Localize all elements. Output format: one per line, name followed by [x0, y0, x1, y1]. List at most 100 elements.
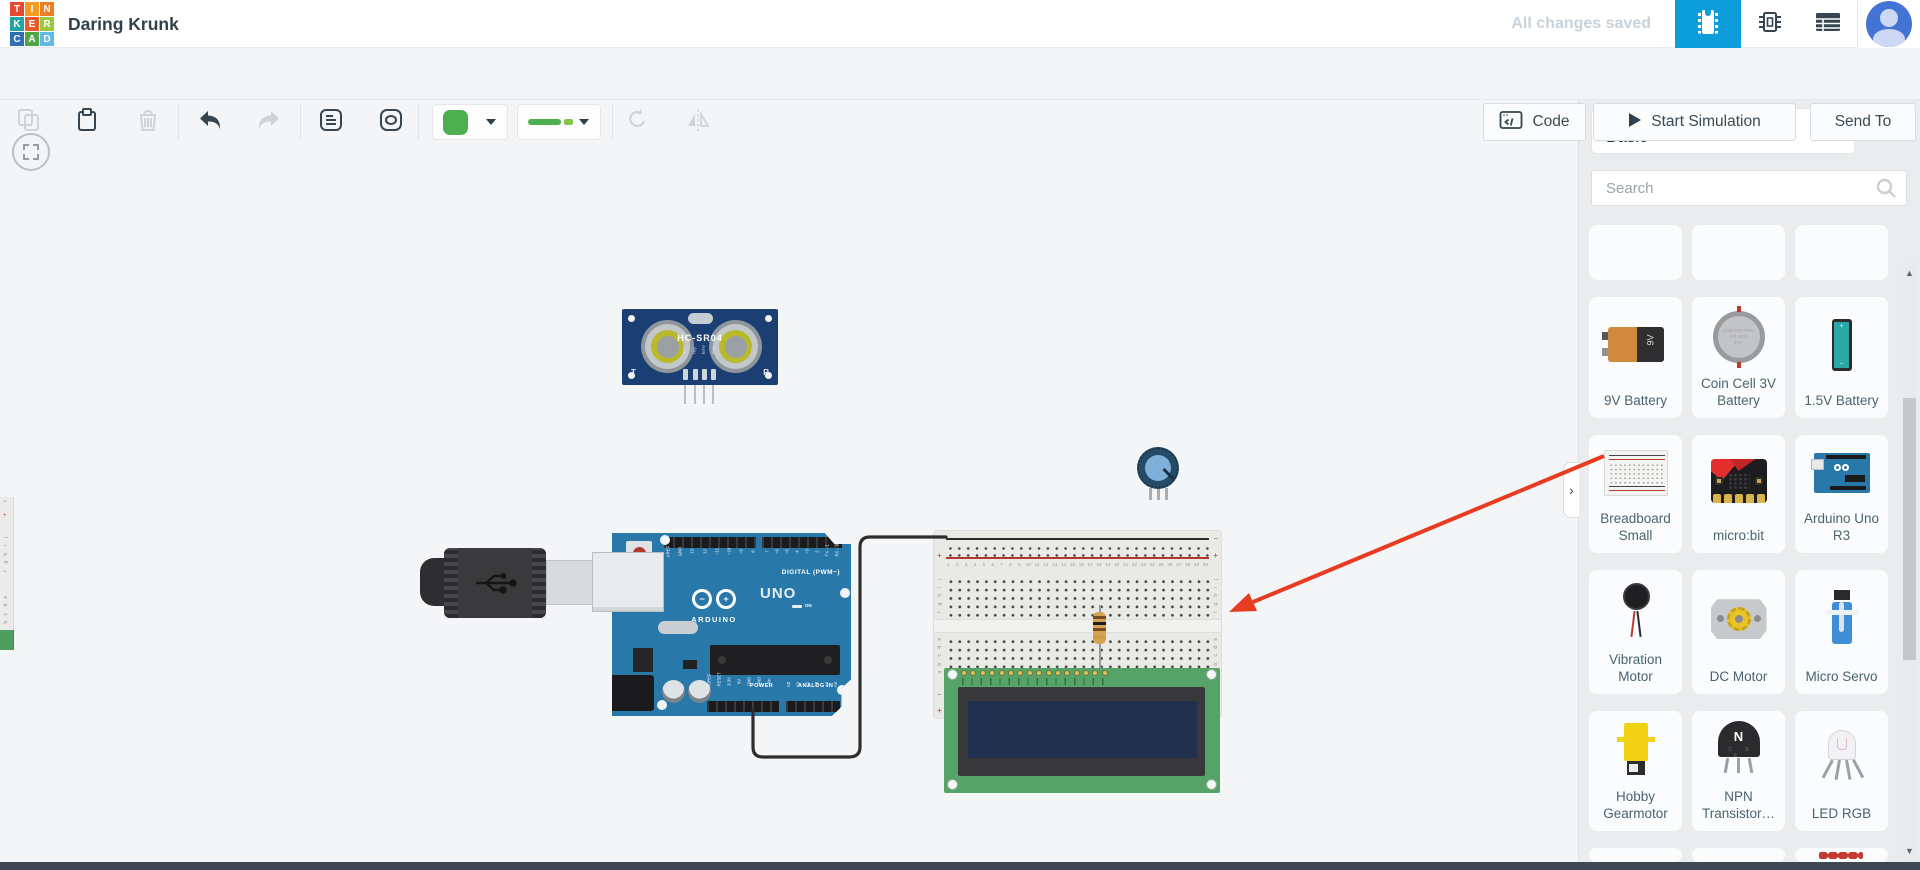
logo-tile: N — [40, 2, 54, 16]
code-button[interactable]: Code — [1483, 103, 1586, 141]
component-card-led-rgb[interactable]: LED RGB — [1795, 711, 1888, 831]
bottom-edge-bar — [0, 862, 1920, 870]
delete-button[interactable] — [128, 102, 168, 142]
mirror-icon — [685, 107, 711, 138]
logo-tile: T — [10, 2, 24, 16]
scroll-up-arrow[interactable]: ▲ — [1905, 268, 1914, 278]
rail-minus-label: − — [1213, 534, 1218, 543]
notes-icon — [318, 107, 344, 138]
component-card-dc-motor[interactable]: DC Motor — [1692, 570, 1785, 694]
rotate-button[interactable] — [617, 102, 657, 142]
partially-scrolled-card[interactable] — [1589, 848, 1682, 862]
trash-icon — [135, 107, 161, 138]
digital-header-left[interactable] — [664, 537, 756, 548]
send-to-button[interactable]: Send To — [1810, 103, 1916, 141]
sensor-pin[interactable] — [712, 385, 714, 404]
code-button-label: Code — [1532, 113, 1570, 130]
search-input[interactable] — [1604, 178, 1875, 198]
partially-scrolled-card[interactable] — [1589, 225, 1682, 280]
chevron-down-icon — [579, 119, 589, 125]
annotation-visibility-button[interactable] — [371, 102, 411, 142]
circuit-view-button[interactable] — [1675, 0, 1741, 48]
start-simulation-button[interactable]: Start Simulation — [1593, 103, 1796, 141]
component-grid: 9V 9V Battery COIN BATTERY CR 2032 3.0V … — [1589, 225, 1888, 862]
wire-sample — [528, 119, 561, 125]
sidebar-collapse-toggle[interactable]: › — [1563, 462, 1579, 518]
table-icon — [1814, 10, 1842, 39]
analog-header[interactable] — [786, 701, 840, 712]
component-card-microbit[interactable]: micro:bit — [1692, 435, 1785, 553]
logo-tile: I — [25, 2, 39, 16]
sensor-pin[interactable] — [703, 385, 705, 404]
voltage-regulator — [633, 648, 653, 672]
partially-scrolled-card[interactable] — [1692, 848, 1785, 862]
vibration-motor-icon — [1616, 583, 1656, 639]
play-icon — [1628, 112, 1642, 133]
component-card-coin-cell[interactable]: COIN BATTERY CR 2032 3.0V Coin Cell 3V B… — [1692, 297, 1785, 418]
power-header[interactable] — [707, 701, 779, 712]
partially-scrolled-card[interactable] — [1795, 848, 1888, 862]
component-card-9v-battery[interactable]: 9V 9V Battery — [1589, 297, 1682, 418]
lcd-pins[interactable] — [961, 670, 1108, 676]
component-card-vibration-motor[interactable]: Vibration Motor — [1589, 570, 1682, 694]
potentiometer-knob[interactable] — [1145, 455, 1171, 481]
scroll-down-arrow[interactable]: ▼ — [1905, 846, 1914, 856]
sensor-label: HC-SR04 — [677, 333, 723, 343]
component-search — [1591, 170, 1907, 206]
list-view-button[interactable] — [1799, 0, 1857, 48]
document-title[interactable]: Daring Krunk — [68, 13, 179, 34]
digital-section-label: DIGITAL (PWM~) — [781, 569, 840, 576]
sensor-pin[interactable] — [684, 385, 686, 404]
redo-button[interactable] — [248, 102, 288, 142]
lcd-bezel — [958, 687, 1205, 776]
potentiometer[interactable] — [1137, 447, 1179, 489]
sidebar-scrollbar-thumb[interactable] — [1903, 398, 1916, 660]
component-label: micro:bit — [1712, 527, 1764, 543]
9v-battery-icon: 9V — [1601, 327, 1664, 363]
t-mark: T — [631, 368, 636, 377]
component-card-hobby-gearmotor[interactable]: Hobby Gearmotor — [1589, 711, 1682, 831]
component-card-1-5v-battery[interactable]: +− 1.5V Battery — [1795, 297, 1888, 418]
color-dropdown[interactable] — [432, 104, 508, 140]
zoom-to-fit-button[interactable] — [12, 133, 50, 171]
clipped-green-component[interactable] — [0, 630, 14, 650]
component-label: Micro Servo — [1805, 668, 1878, 684]
wire-type-dropdown[interactable] — [517, 104, 601, 140]
component-card-arduino-uno-r3[interactable]: Arduino Uno R3 — [1795, 435, 1888, 553]
resistor[interactable] — [1093, 612, 1106, 644]
tinkercad-logo[interactable]: T I N K E R C A D — [10, 2, 56, 47]
avatar[interactable] — [1866, 1, 1912, 47]
transmitter-transducer — [641, 320, 694, 373]
components-sidebar: Components Basic 9V — [1578, 100, 1920, 870]
sensor-pin[interactable] — [694, 385, 696, 404]
potentiometer-pin — [1149, 488, 1152, 500]
paste-button[interactable] — [67, 102, 107, 142]
components-view-button[interactable] — [1741, 0, 1799, 48]
lcd-16x2-display[interactable] — [944, 668, 1220, 793]
logo-minus-ring: − — [692, 589, 712, 609]
lcd-screen — [968, 701, 1197, 758]
top-header: T I N K E R C A D Daring Krunk All chang… — [0, 0, 1920, 48]
microbit-icon — [1710, 459, 1767, 504]
fit-view-icon — [23, 144, 39, 160]
partially-scrolled-card[interactable] — [1692, 225, 1785, 280]
component-card-micro-servo[interactable]: Micro Servo — [1795, 570, 1888, 694]
undo-button[interactable] — [191, 102, 231, 142]
component-card-breadboard-small[interactable]: Breadboard Small — [1589, 435, 1682, 553]
notes-button[interactable] — [311, 102, 351, 142]
copy-button[interactable] — [9, 102, 49, 142]
potentiometer-pin — [1165, 488, 1168, 500]
r-mark: R — [763, 368, 769, 377]
usb-cable-connector[interactable] — [444, 548, 546, 618]
rail-plus-label: + — [937, 551, 942, 560]
usb-cable-tip[interactable] — [420, 558, 448, 606]
partially-scrolled-card[interactable] — [1795, 225, 1888, 280]
mirror-button[interactable] — [678, 102, 718, 142]
